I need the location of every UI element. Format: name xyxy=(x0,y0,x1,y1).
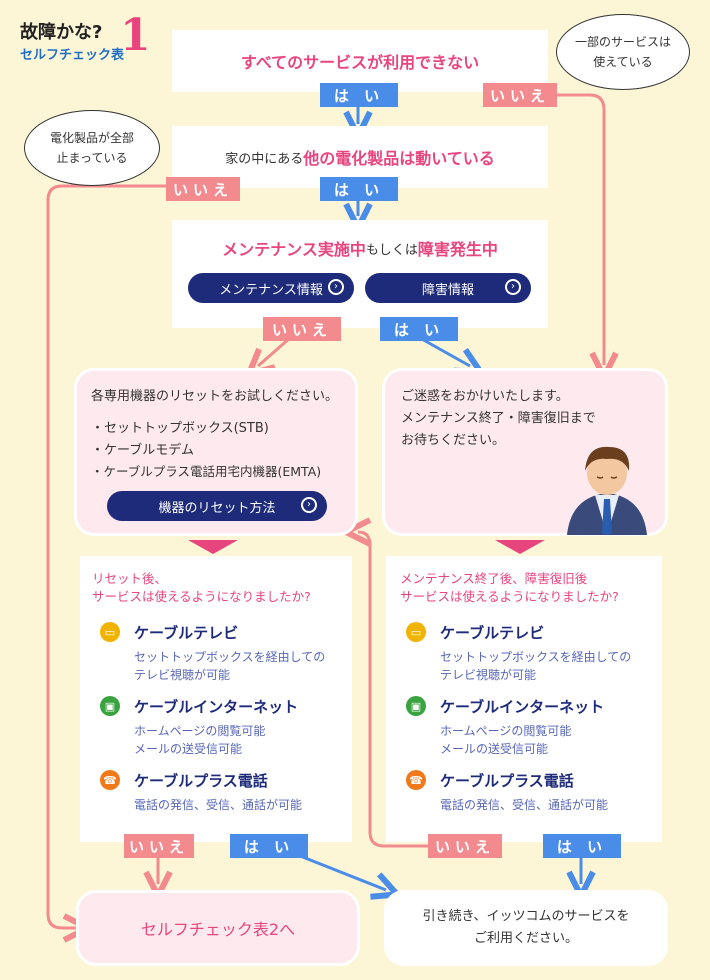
tag-q1-yes: は い xyxy=(320,83,398,107)
check-question-line: サービスは使えるようになりましたか? xyxy=(400,589,619,604)
chevron-right-icon: › xyxy=(505,279,521,295)
computer-icon: ▣ xyxy=(100,696,120,716)
continue-line: 引き続き、イッツコムのサービスを xyxy=(422,909,630,924)
check-question: リセット後、 サービスは使えるようになりましたか? xyxy=(92,570,311,606)
reset-lead: 各専用機器のリセットをお試しください。 xyxy=(91,389,339,404)
tag-left-no: いいえ xyxy=(124,834,194,858)
question-2-prefix: 家の中にある xyxy=(225,151,304,167)
service-desc-line: テレビ視聴が可能 xyxy=(134,668,231,682)
bubble-line: 使えている xyxy=(593,55,653,69)
chevron-right-icon: › xyxy=(301,497,317,513)
tag-q2-no: いいえ xyxy=(166,177,240,201)
check-question: メンテナンス終了後、障害復旧後 サービスは使えるようになりましたか? xyxy=(400,570,619,606)
question-3-maintenance: メンテナンス実施中 xyxy=(222,240,366,259)
bubble-all-appliances: 電化製品が全部止まっている xyxy=(24,110,160,186)
tag-q1-no: いいえ xyxy=(483,83,557,107)
service-desc-line: ホームページの閲覧可能 xyxy=(440,724,572,738)
check-question-line: メンテナンス終了後、障害復旧後 xyxy=(400,571,588,586)
continue-line: ご利用ください。 xyxy=(473,931,578,946)
self-check-2-link[interactable]: セルフチェック表2へ xyxy=(76,890,360,966)
fault-info-button[interactable]: 障害情報 › xyxy=(365,273,531,303)
down-triangle-left xyxy=(188,540,238,554)
question-1-text: すべてのサービスが利用できない xyxy=(240,53,480,72)
service-desc-line: ホームページの閲覧可能 xyxy=(134,724,266,738)
reset-item: ・ケーブルプラス電話用宅内機器(EMTA) xyxy=(91,464,322,479)
phone-icon: ☎ xyxy=(100,770,120,790)
arrow-q3-yes xyxy=(419,336,470,366)
service-title: ケーブルテレビ xyxy=(134,624,239,642)
reset-devices-box: 各専用機器のリセットをお試しください。 ・セットトップボックス(STB) ・ケー… xyxy=(74,368,358,536)
question-3-or: もしくは xyxy=(365,242,418,258)
header: 故障かな? セルフチェック表 xyxy=(20,18,124,63)
service-desc-line: セットトップボックスを経由しての xyxy=(440,650,632,664)
service-title: ケーブルプラス電話 xyxy=(440,772,574,790)
please-wait-line: ご迷惑をおかけいたします。 xyxy=(401,389,569,404)
service-desc: セットトップボックスを経由しての テレビ視聴が可能 xyxy=(440,648,631,684)
service-desc: 電話の発信、受信、通話が可能 xyxy=(440,796,608,814)
continue-service-box: 引き続き、イッツコムのサービスを ご利用ください。 xyxy=(384,890,668,966)
service-desc-line: メールの送受信可能 xyxy=(440,742,549,756)
please-wait-line: メンテナンス終了・障害復旧まで xyxy=(401,411,596,426)
please-wait-line: お待ちください。 xyxy=(401,433,506,448)
reset-method-label: 機器のリセット方法 xyxy=(158,500,276,516)
maintenance-info-label: メンテナンス情報 xyxy=(219,282,323,298)
arrow-q1-no xyxy=(545,93,604,365)
service-desc-line: セットトップボックスを経由しての xyxy=(134,650,326,664)
phone-icon: ☎ xyxy=(406,770,426,790)
service-desc: セットトップボックスを経由しての テレビ視聴が可能 xyxy=(134,648,325,684)
tag-left-yes: は い xyxy=(230,834,308,858)
service-desc-line: テレビ視聴が可能 xyxy=(440,668,537,682)
check-question-line: リセット後、 xyxy=(92,571,168,586)
service-title: ケーブルインターネット xyxy=(440,698,605,716)
maintenance-info-button[interactable]: メンテナンス情報 › xyxy=(188,273,354,303)
reset-item: ・ケーブルモデム xyxy=(91,443,194,458)
tag-right-no: いいえ xyxy=(428,834,502,858)
bubble-line: 電化製品が全部 xyxy=(49,131,134,145)
fault-info-label: 障害情報 xyxy=(421,282,474,298)
service-desc-line: 電話の発信、受信、通話が可能 xyxy=(440,798,609,812)
arrow-q2-no xyxy=(46,184,170,928)
question-2-highlight: 他の電化製品は動いている xyxy=(303,149,495,168)
tag-q3-no: いいえ xyxy=(263,317,341,341)
service-desc-line: 電話の発信、受信、通話が可能 xyxy=(134,798,303,812)
header-number: 1 xyxy=(120,10,151,61)
check-after-recovery: メンテナンス終了後、障害復旧後 サービスは使えるようになりましたか? ▭ ケーブ… xyxy=(386,556,662,842)
service-desc: 電話の発信、受信、通話が可能 xyxy=(134,796,302,814)
arrow-right-no xyxy=(358,532,430,848)
service-title: ケーブルテレビ xyxy=(440,624,545,642)
bubble-line: 一部のサービスは xyxy=(574,35,671,49)
question-3-fault: 障害発生中 xyxy=(417,240,498,259)
service-title: ケーブルプラス電話 xyxy=(134,772,268,790)
reset-method-button[interactable]: 機器のリセット方法 › xyxy=(107,491,327,521)
header-title: 故障かな? xyxy=(20,22,103,43)
chevron-right-icon: › xyxy=(328,279,344,295)
tag-right-yes: は い xyxy=(543,834,621,858)
self-check-2-label: セルフチェック表2へ xyxy=(140,920,296,939)
service-desc: ホームページの閲覧可能 メールの送受信可能 xyxy=(134,722,265,758)
down-triangle-right xyxy=(495,540,545,554)
computer-icon: ▣ xyxy=(406,696,426,716)
check-after-reset: リセット後、 サービスは使えるようになりましたか? ▭ ケーブルテレビ セットト… xyxy=(80,556,352,842)
service-desc-line: メールの送受信可能 xyxy=(134,742,243,756)
please-wait-box: ご迷惑をおかけいたします。 メンテナンス終了・障害復旧まで お待ちください。 xyxy=(382,368,668,536)
check-question-line: サービスは使えるようになりましたか? xyxy=(92,589,311,604)
question-1: すべてのサービスが利用できない xyxy=(172,30,548,92)
service-desc: ホームページの閲覧可能 メールの送受信可能 xyxy=(440,722,571,758)
tag-q2-yes: は い xyxy=(320,177,398,201)
apologizing-man-illustration xyxy=(567,446,647,535)
question-3: メンテナンス実施中 もしくは 障害発生中 メンテナンス情報 › 障害情報 › xyxy=(172,220,548,328)
bubble-partial-service: 一部のサービスは使えている xyxy=(556,14,690,90)
bubble-line: 止まっている xyxy=(56,151,128,165)
arrow-q3-no xyxy=(258,336,291,366)
reset-item: ・セットトップボックス(STB) xyxy=(91,421,269,436)
service-title: ケーブルインターネット xyxy=(134,698,299,716)
tag-q3-yes: は い xyxy=(380,317,458,341)
tv-icon: ▭ xyxy=(406,622,426,642)
tv-icon: ▭ xyxy=(100,622,120,642)
header-subtitle: セルフチェック表 xyxy=(20,48,125,63)
